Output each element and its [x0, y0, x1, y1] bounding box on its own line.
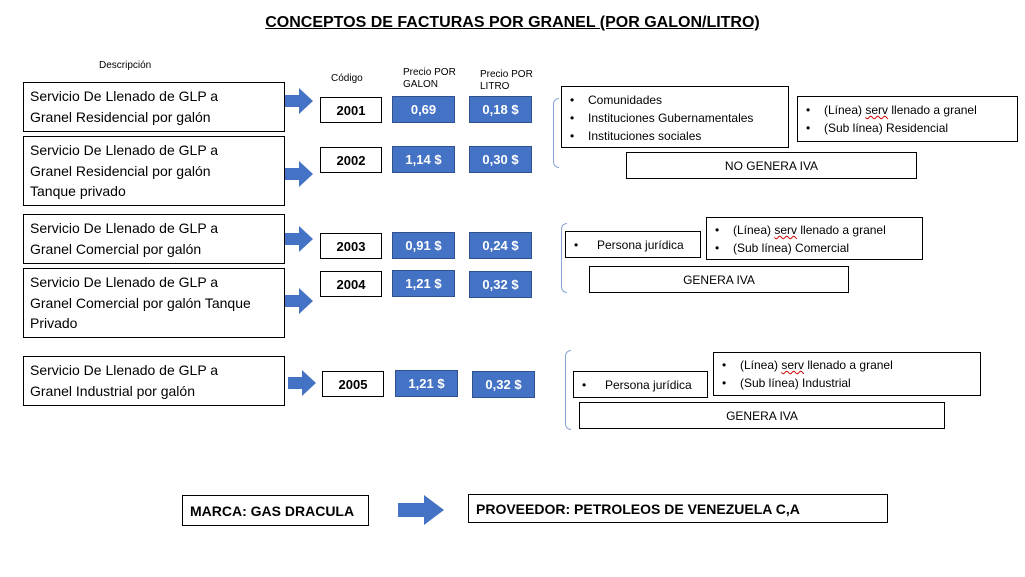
iva-status-residencial: NO GENERA IVA	[626, 152, 917, 179]
price-litro-2003: 0,24 $	[469, 232, 532, 259]
arrow-right-icon	[288, 370, 316, 396]
code-2004: 2004	[320, 271, 382, 297]
code-2005: 2005	[322, 371, 384, 397]
code-2001: 2001	[320, 97, 382, 123]
price-litro-2005: 0,32 $	[472, 371, 535, 398]
price-galon-2001: 0,69	[392, 96, 455, 123]
arrow-right-icon	[285, 88, 313, 114]
group-brace	[561, 223, 567, 293]
client-list-comercial: Persona jurídica	[565, 231, 701, 258]
iva-status-comercial: GENERA IVA	[589, 266, 849, 293]
code-2003: 2003	[320, 233, 382, 259]
provider-box: PROVEEDOR: PETROLEOS DE VENEZUELA C,A	[468, 494, 888, 523]
arrow-right-icon	[285, 161, 313, 187]
group-brace	[553, 98, 559, 168]
header-descripcion: Descripción	[99, 60, 152, 71]
arrow-right-icon	[285, 226, 313, 252]
price-galon-2005: 1,21 $	[395, 370, 458, 397]
arrow-right-icon	[285, 288, 313, 314]
line-info-comercial: (Línea) serv llenado a granel (Sub línea…	[706, 217, 923, 260]
page-title: CONCEPTOS DE FACTURAS POR GRANEL (POR GA…	[265, 14, 760, 31]
price-galon-2004: 1,21 $	[392, 270, 455, 297]
arrow-right-icon	[398, 495, 444, 525]
price-galon-2003: 0,91 $	[392, 232, 455, 259]
brand-box: MARCA: GAS DRACULA	[182, 495, 369, 526]
header-codigo: Código	[331, 73, 363, 84]
price-litro-2001: 0,18 $	[469, 96, 532, 123]
code-2002: 2002	[320, 147, 382, 173]
price-litro-2004: 0,32 $	[469, 271, 532, 298]
line-info-industrial: (Línea) serv llenado a granel (Sub línea…	[713, 352, 981, 396]
price-litro-2002: 0,30 $	[469, 146, 532, 173]
price-galon-2002: 1,14 $	[392, 146, 455, 173]
iva-status-industrial: GENERA IVA	[579, 402, 945, 429]
group-brace	[565, 350, 571, 430]
client-list-industrial: Persona jurídica	[573, 371, 708, 398]
line-info-residencial: (Línea) serv llenado a granel (Sub línea…	[797, 96, 1018, 142]
client-list-residencial: Comunidades Instituciones Gubernamentale…	[561, 86, 789, 148]
